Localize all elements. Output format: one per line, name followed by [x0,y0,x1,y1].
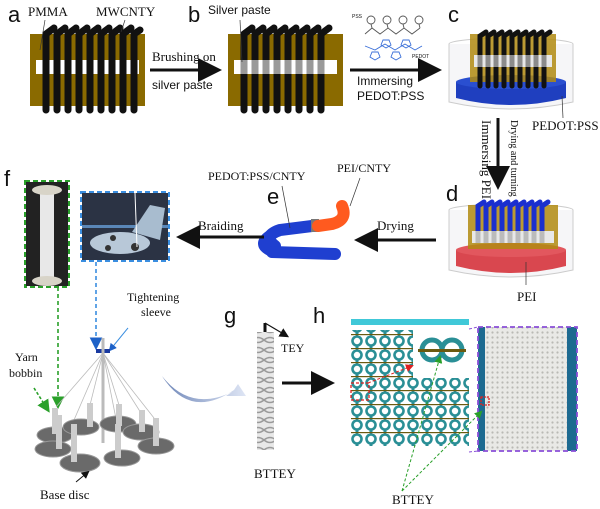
label-bttey-h: BTTEY [392,492,434,507]
label-pedot: PEDOT [412,54,430,60]
pedot-pss-cnty-segment [263,220,318,252]
panel-letter-b: b [188,2,201,27]
label-yarn-bobbin-2: bobbin [9,366,43,380]
label-pei-cnty: PEI/CNTY [337,161,391,175]
label-base-disc: Base disc [40,487,90,502]
panel-d-graphic [448,199,574,285]
panel-letter-h: h [313,303,326,328]
mesh-top-strip [351,319,469,325]
panel-a-graphic [30,19,145,114]
label-pedot-pss: PEDOT:PSS [532,118,599,133]
knitted-fabric-photo [485,327,567,451]
panel-e-graphic [258,177,361,260]
panel-letter-d: d [446,181,459,206]
curved-arrow-f-to-g [162,376,246,403]
panel-h-graphic [350,319,578,492]
braided-yarn [257,332,274,450]
mwcnty-leader [120,19,126,33]
label-silver-paste: Silver paste [208,3,271,17]
silver-paste-coating [240,60,325,74]
panel-letter-a: a [8,2,21,27]
panel-letter-g: g [224,303,237,328]
panel-b-graphic [228,19,343,114]
bobbin-highlight-box [24,180,70,288]
step-label-drying: Drying [377,218,414,233]
panel-f-graphic [24,180,175,483]
label-pedot-pss-cnty: PEDOT:PSS/CNTY [208,169,306,183]
pss-pedot-structure [364,15,424,61]
step-label-immersing-1: Immersing [357,74,414,88]
label-mwcnty: MWCNTY [96,4,156,19]
panel-g-graphic [257,322,290,450]
label-tightening-2: sleeve [141,305,171,319]
sleeve-highlight-box [80,191,170,262]
step-label-brushing-2: silver paste [152,78,213,92]
label-pmma: PMMA [28,4,68,19]
step-label-brushing-1: Brushing on [152,49,216,64]
step-label-immersing-2: PEDOT:PSS [357,89,425,103]
label-bttey-g: BTTEY [254,466,296,481]
panel-letter-f: f [4,166,11,191]
step-label-braiding: Braiding [198,218,244,233]
panel-letter-e: e [267,184,280,209]
label-tightening-1: Tightening [127,290,180,304]
pmma-leader [39,19,46,51]
yarn-windings [42,24,144,114]
label-yarn-bobbin-1: Yarn [15,350,38,364]
label-pei: PEI [517,289,537,304]
step-label-drying-turning: Drying and turning [508,120,519,197]
step-label-immersing-pei: Immersing PEI [479,120,494,200]
base-discs [34,415,175,473]
yarn-bobbins [52,403,159,462]
label-tey: TEY [281,341,305,355]
pei-cnty-segment [312,200,350,232]
panel-letter-c: c [448,2,459,27]
fabric-highlight-box [477,326,578,452]
panel-c-graphic [448,29,574,119]
label-pss: PSS [352,14,363,20]
